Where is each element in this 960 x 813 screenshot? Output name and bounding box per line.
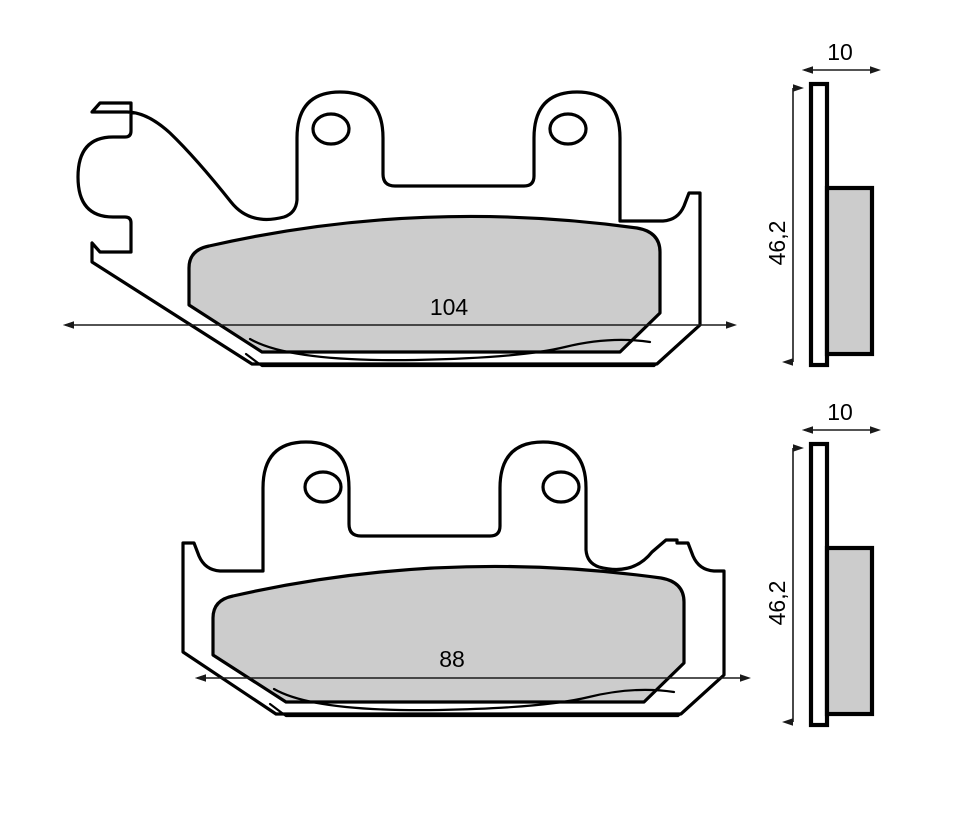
top-side-height-label: 46,2 bbox=[764, 221, 790, 266]
top-side-backing-plate bbox=[808, 81, 830, 368]
top-pad-friction-material bbox=[187, 214, 662, 354]
bottom-pad-friction-material bbox=[211, 564, 686, 704]
top-pad-front-view: 104 bbox=[63, 90, 737, 368]
bottom-side-friction-material bbox=[824, 545, 875, 717]
top-pad-lower-rim bbox=[244, 326, 698, 368]
bottom-pad-mount-hole-left bbox=[303, 470, 343, 504]
bottom-pad-length-label: 88 bbox=[439, 646, 465, 672]
bottom-side-thickness-label: 10 bbox=[827, 399, 853, 425]
top-pad-length-label: 104 bbox=[430, 294, 469, 320]
bottom-pad-mount-hole-right bbox=[541, 470, 581, 504]
top-side-friction-material bbox=[824, 185, 875, 357]
bottom-side-height-label: 46,2 bbox=[764, 581, 790, 626]
bottom-pad-friction-lower-wave bbox=[272, 687, 676, 712]
bottom-side-backing-plate bbox=[808, 441, 830, 728]
top-side-thickness-label: 10 bbox=[827, 39, 853, 65]
top-pad-mount-hole-left bbox=[311, 112, 351, 146]
top-pad-side-view: 10 46,2 bbox=[764, 39, 881, 368]
top-pad-friction-lower-wave bbox=[248, 337, 652, 362]
bottom-pad-front-view: 88 bbox=[181, 440, 751, 718]
top-pad-mount-hole-right bbox=[548, 112, 588, 146]
bottom-pad-side-view: 10 46,2 bbox=[764, 399, 881, 728]
bottom-pad-lower-rim bbox=[268, 676, 722, 718]
